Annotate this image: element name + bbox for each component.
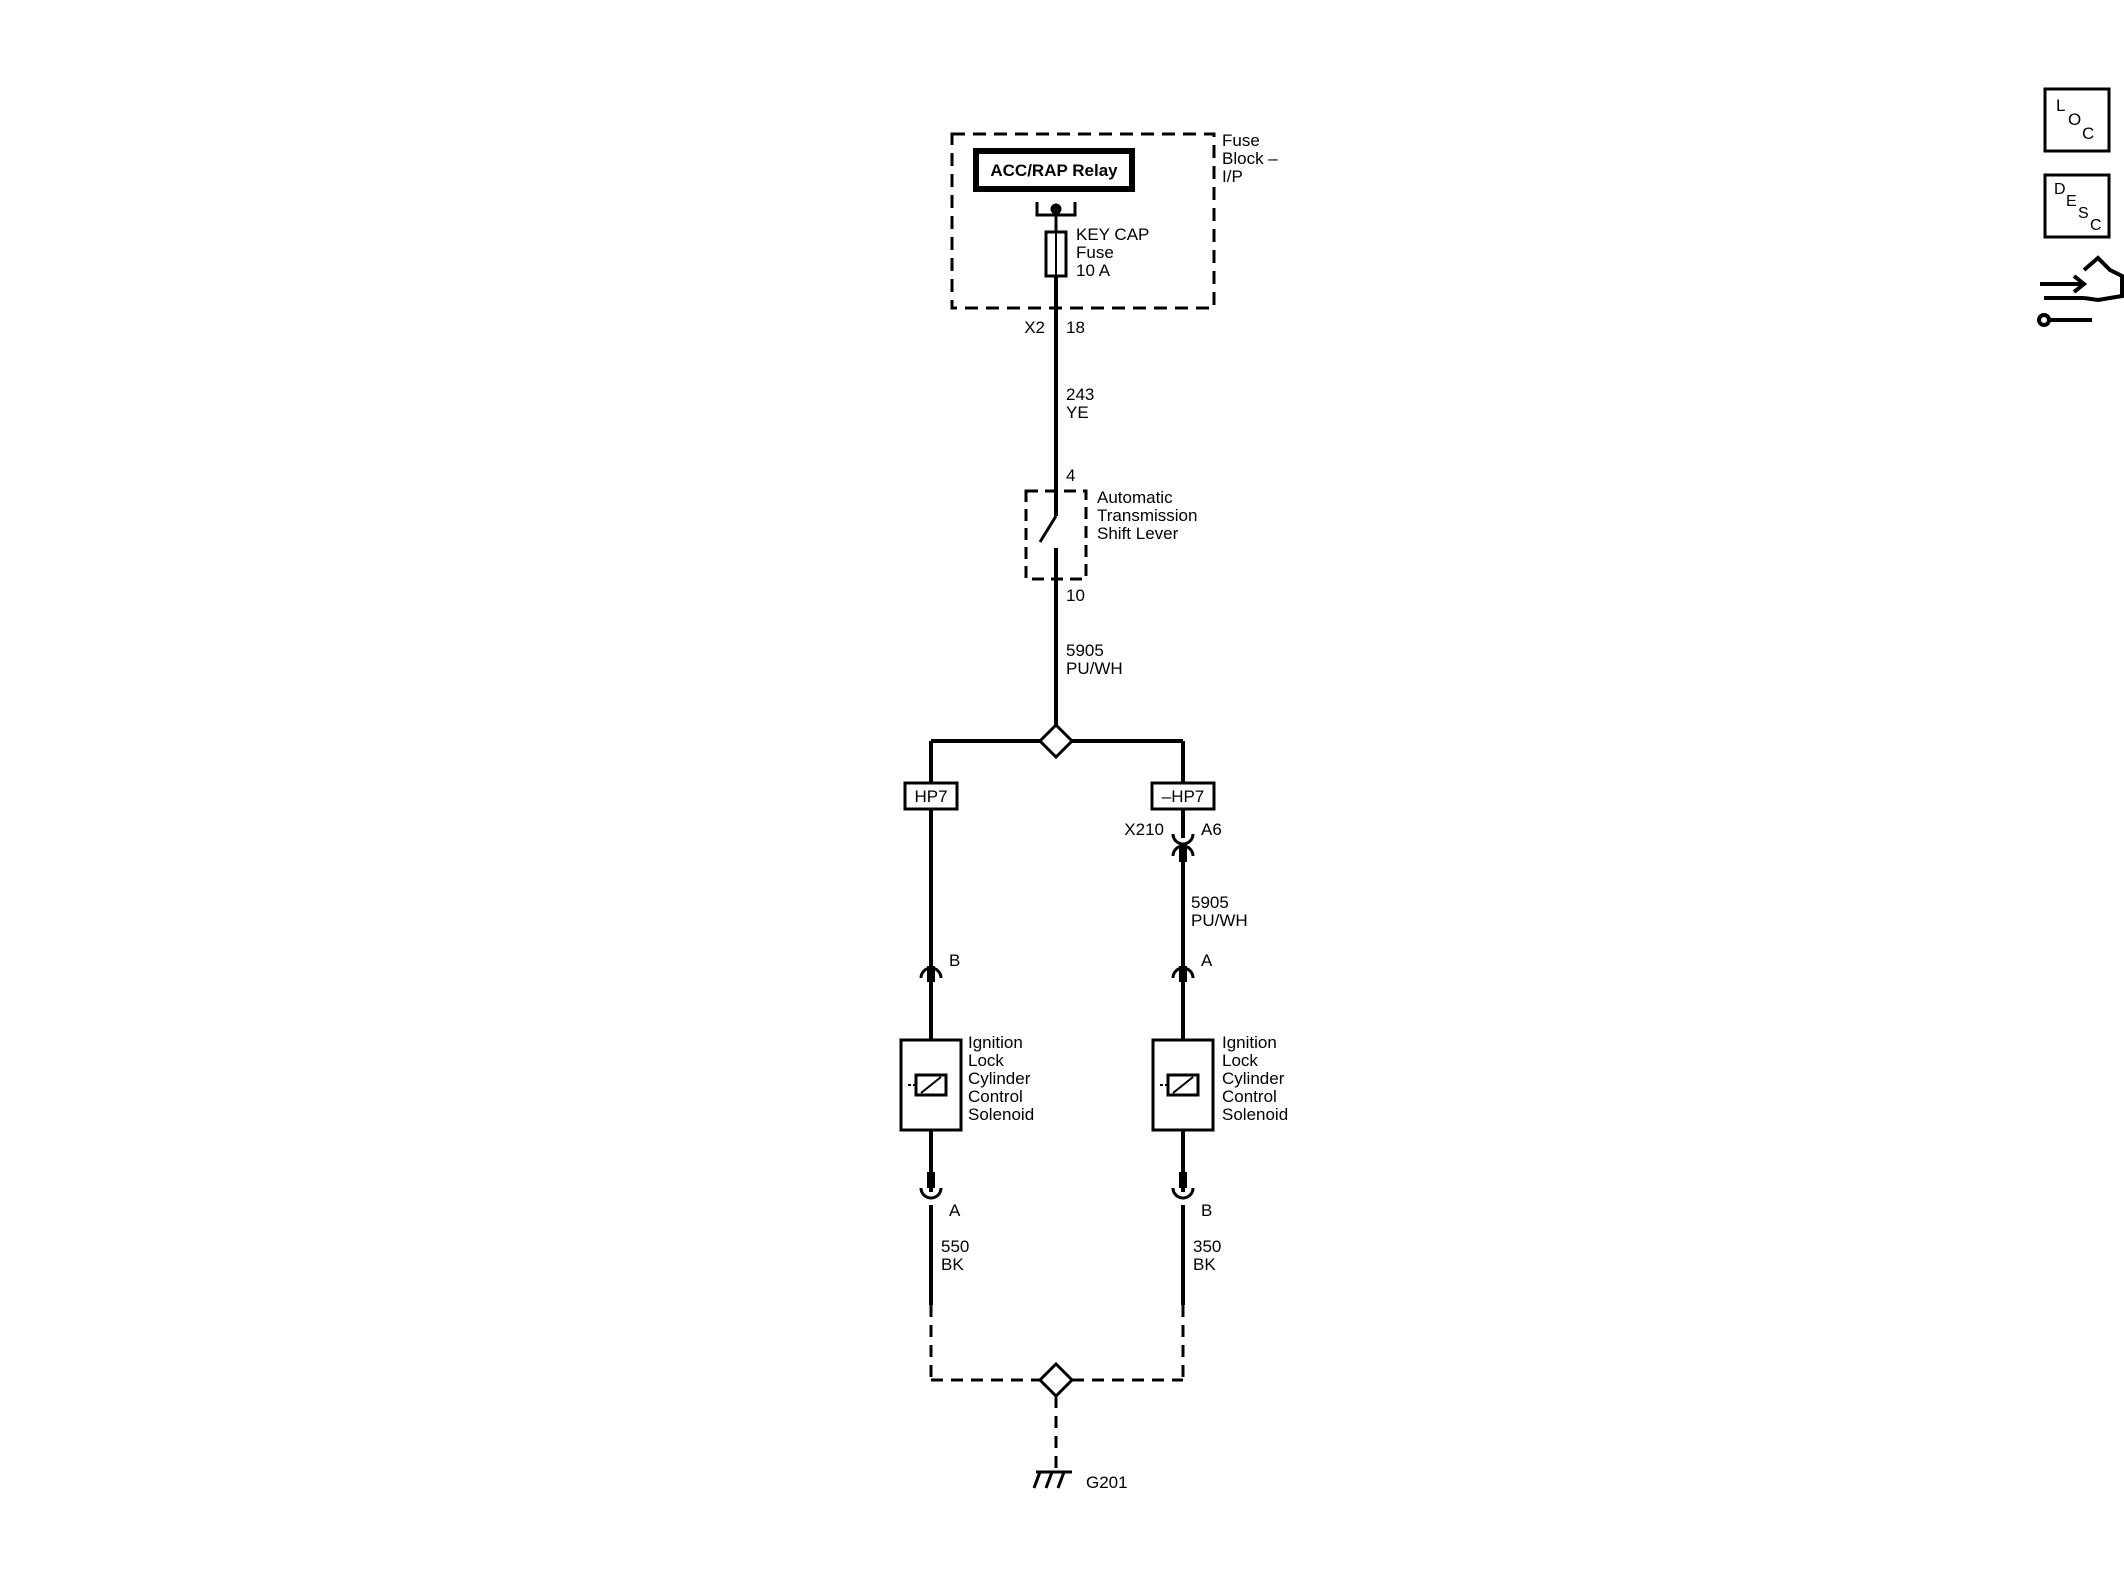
svg-text:S: S [2078,205,2089,222]
acc-rap-relay-label: ACC/RAP Relay [990,161,1118,180]
shift-lever-pin-4: 4 [1066,466,1075,485]
left-solenoid-label-3: Cylinder [968,1069,1031,1088]
svg-text:–HP7: –HP7 [1162,787,1205,806]
desc-icon[interactable]: D E S C [2043,173,2111,239]
svg-text:O: O [2068,110,2081,129]
svg-text:C: C [2082,124,2094,143]
right-wire-5905-color: PU/WH [1191,911,1248,930]
ground-splice-diamond [1037,1361,1075,1399]
connector-x2-label: X2 [1024,318,1045,337]
wire-5905-circuit: 5905 [1066,641,1104,660]
connector-end-view-icon[interactable] [2037,255,2124,327]
ground-symbol-icon [1032,1470,1072,1489]
left-solenoid-label-1: Ignition [968,1033,1023,1052]
wire-350-color: BK [1193,1255,1216,1274]
connector-x210-label: X210 [1124,820,1164,839]
wire-243-circuit: 243 [1066,385,1094,404]
left-pin-a-label: A [949,1201,961,1220]
left-solenoid-label-5: Solenoid [968,1105,1034,1124]
key-cap-fuse[interactable] [1044,230,1068,278]
acc-rap-relay[interactable]: ACC/RAP Relay [973,148,1135,192]
left-connector-a[interactable] [919,1172,943,1200]
left-pin-b-label: B [949,951,960,970]
fuse-label-3: 10 A [1076,261,1111,280]
left-solenoid[interactable] [899,1038,963,1132]
right-solenoid-label-2: Lock [1222,1051,1258,1070]
right-wire-5905-circuit: 5905 [1191,893,1229,912]
right-connector-a[interactable] [1171,966,1195,982]
right-pin-a-label: A [1201,951,1213,970]
svg-text:E: E [2066,193,2077,210]
option-tag-hp7: HP7 [903,781,959,811]
right-pin-b-label: B [1201,1201,1212,1220]
shift-lever-pin-10: 10 [1066,586,1085,605]
right-solenoid-label-1: Ignition [1222,1033,1277,1052]
ground-g201-label: G201 [1086,1473,1128,1492]
fuse-block-label-3: I/P [1222,167,1243,186]
shift-lever-label-2: Transmission [1097,506,1197,525]
shift-lever-label-1: Automatic [1097,488,1173,507]
right-solenoid[interactable] [1151,1038,1215,1132]
left-solenoid-label-4: Control [968,1087,1023,1106]
fuse-block-label-2: Block – [1222,149,1278,168]
splice-diamond [1037,722,1075,760]
shift-lever-label-3: Shift Lever [1097,524,1179,543]
pin-a6-label: A6 [1201,820,1222,839]
left-solenoid-label-2: Lock [968,1051,1004,1070]
svg-text:D: D [2054,181,2066,198]
fuse-block-outline [950,132,1216,310]
fuse-block-label-1: Fuse [1222,131,1260,150]
x210-inline-connector[interactable] [1171,833,1195,862]
shift-lever-switch[interactable] [1024,489,1088,581]
relay-contact-symbol [1035,202,1077,232]
fuse-block: Fuse Block – I/P ACC/RAP Relay KEY CAP F… [950,131,1278,310]
svg-text:L: L [2056,96,2065,115]
wire-550-circuit: 550 [941,1237,969,1256]
pin-18-label: 18 [1066,318,1085,337]
svg-text:HP7: HP7 [914,787,947,806]
option-tag-not-hp7: –HP7 [1150,781,1216,811]
fuse-label-2: Fuse [1076,243,1114,262]
right-solenoid-label-5: Solenoid [1222,1105,1288,1124]
right-solenoid-label-3: Cylinder [1222,1069,1285,1088]
ground-dashed-wires [929,1305,1185,1468]
wire-5905-color: PU/WH [1066,659,1123,678]
wire-243-color: YE [1066,403,1089,422]
right-solenoid-label-4: Control [1222,1087,1277,1106]
right-connector-b[interactable] [1171,1172,1195,1200]
svg-text:C: C [2090,217,2102,234]
loc-icon[interactable]: L O C [2043,87,2111,153]
wire-350-circuit: 350 [1193,1237,1221,1256]
fuse-label-1: KEY CAP [1076,225,1149,244]
left-connector-b[interactable] [919,966,943,982]
wire-550-color: BK [941,1255,964,1274]
